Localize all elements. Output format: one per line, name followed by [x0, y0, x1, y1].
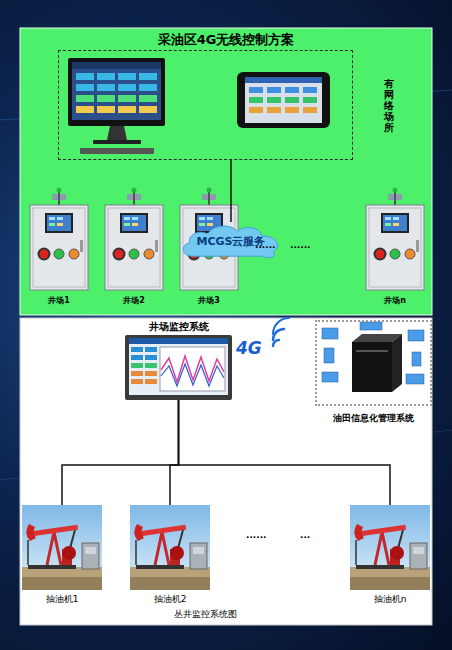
connector-line: [170, 400, 179, 505]
hmi-panel: 井场监控系统: [125, 320, 232, 400]
network-label: 4G: [236, 338, 262, 358]
well-cabinet: 井场1: [30, 188, 88, 306]
node-label: 井场1: [48, 295, 70, 306]
dashed-outline: [58, 50, 353, 160]
node-label: 有网络场所: [384, 78, 394, 133]
node-label: 井场3: [198, 295, 220, 306]
node-label: 井场n: [384, 295, 406, 306]
node-label: 抽油机1: [46, 593, 79, 605]
node-label: 抽油机n: [374, 593, 407, 605]
connector-line: [230, 160, 232, 222]
diagram-caption: 丛井监控系统图: [140, 608, 270, 621]
connector-line: [62, 400, 179, 505]
ellipsis: ......: [246, 530, 267, 540]
well-cabinet: 井场2: [105, 188, 163, 306]
ellipsis: ......: [255, 240, 276, 250]
dotted-outline: [315, 320, 432, 406]
pump-jack: 抽油机2: [130, 505, 210, 605]
node-label: 井场监控系统: [149, 320, 209, 333]
node-label: 井场2: [123, 295, 145, 306]
server-box: 油田信息化管理系统: [315, 320, 432, 424]
network-site-box: 有网络场所: [58, 50, 398, 160]
node-label: 油田信息化管理系统: [333, 412, 414, 424]
pump-jack: 抽油机1: [22, 505, 102, 605]
diagram-title: 采油区4G无线控制方案: [20, 31, 432, 49]
well-cabinet: 井场n: [366, 188, 424, 306]
ellipsis: ......: [290, 240, 311, 250]
ellipsis: ...: [300, 530, 310, 540]
pump-jack: 抽油机n: [350, 505, 430, 605]
node-label: 抽油机2: [154, 593, 187, 605]
